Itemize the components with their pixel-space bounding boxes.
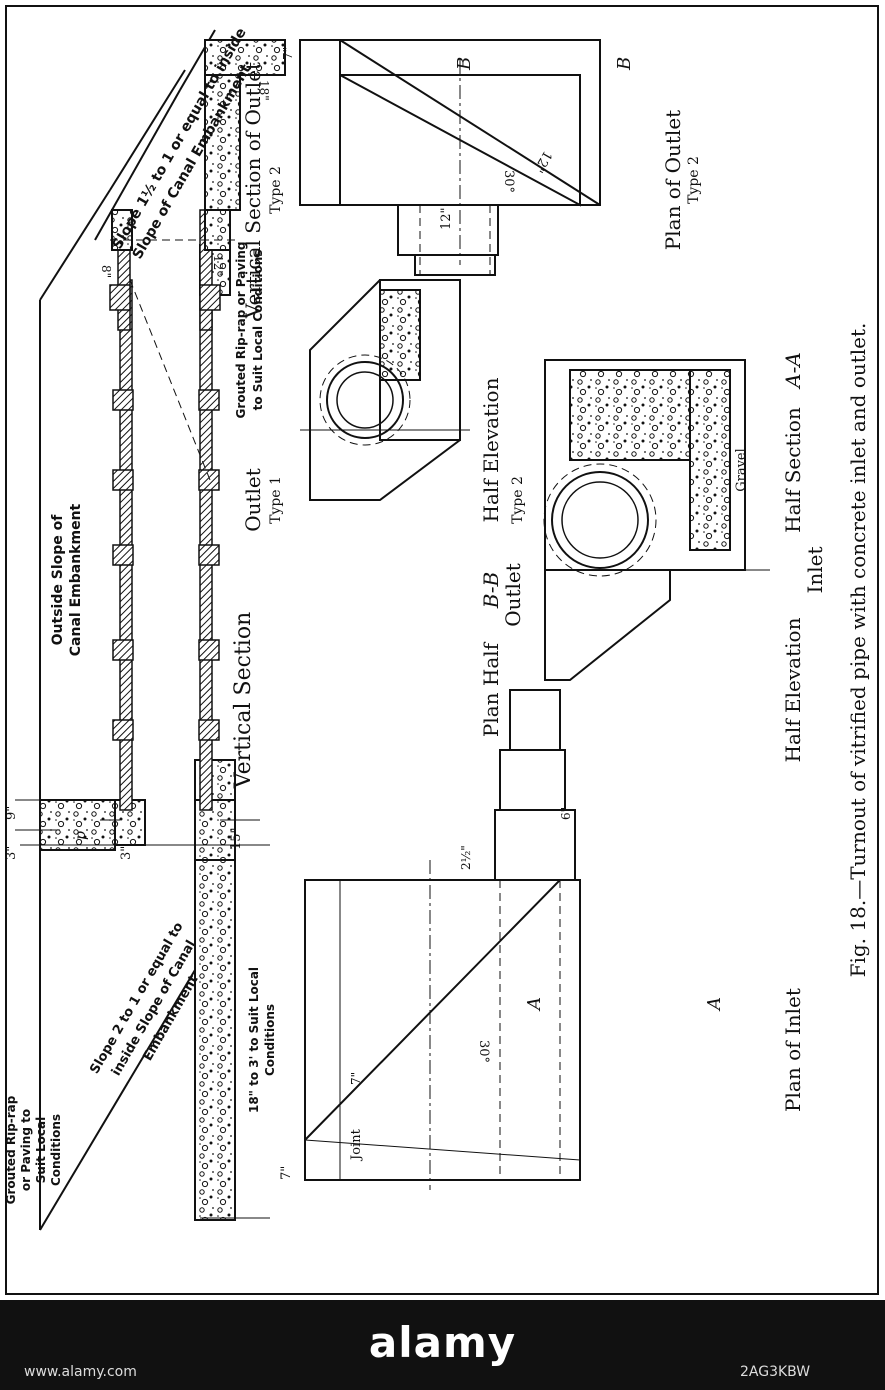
grouted-right-line1: Grouted Rip-rap or Paving: [234, 242, 248, 419]
dim-3b: 3": [119, 846, 134, 860]
half-elevation-inlet: Half Elevation: [781, 617, 805, 762]
slope-inside-line1: Slope 2 to 1 or equal to: [87, 920, 186, 1077]
vertical-section-title: Vertical Section: [231, 612, 256, 789]
plan-inlet-dimt: 7": [349, 1072, 363, 1085]
plan-inlet-dim6: 6": [559, 807, 573, 820]
plan-outlet-b1: B: [454, 57, 475, 71]
vso-type: Type 2: [268, 166, 284, 214]
vso-title: Vertical Section of Outlet: [241, 62, 265, 319]
plan-inlet-dim2half: 2½": [459, 845, 473, 870]
plan-outlet-dim12a: 12": [439, 207, 454, 230]
figure-caption: Fig. 18.—Turnout of vitrified pipe with …: [846, 323, 870, 978]
plan-inlet-title: Plan of Inlet: [781, 988, 805, 1112]
gravel-label: Gravel: [734, 448, 749, 492]
vertical-section-outlet-view: [94, 29, 286, 331]
plan-inlet-dim7: 7": [279, 1166, 294, 1180]
plan-of-inlet-view: [304, 689, 581, 1190]
dim-3a: 3": [4, 846, 19, 860]
outlet-type1-type: Type 1: [268, 476, 284, 524]
grouted-left-line4: Conditions: [49, 1114, 63, 1186]
grouted-right-line2: to Suit Local Conditions: [251, 250, 265, 411]
dim-p: p: [73, 831, 89, 840]
vso-dim-12: 12": [211, 255, 225, 276]
plan-inlet-angle: 30°: [476, 1040, 491, 1063]
vso-dim-8: 8": [99, 265, 113, 278]
watermark-footer: [0, 1300, 885, 1390]
outside-slope-line1: Outside Slope of: [50, 514, 66, 646]
plan-inlet-a2: A: [704, 997, 725, 1012]
outlet-type1-title: Outlet: [241, 468, 265, 532]
grouted-left-line1: Grouted Rip-rap: [4, 1095, 18, 1204]
watermark-image-id: 2AG3KBW: [740, 1364, 811, 1380]
dim-15: 15": [229, 827, 244, 850]
turnout-drawing: Vertical Section Outlet Type 1 Outside S…: [4, 5, 879, 1295]
half-views-inlet-aa: [543, 359, 770, 681]
grouted-left-line3: Suit Local: [34, 1117, 48, 1183]
drawing-frame: [5, 5, 879, 1295]
section-aa-label: A-A: [781, 352, 805, 390]
engineering-drawing-sheet: Vertical Section Outlet Type 1 Outside S…: [4, 5, 879, 1295]
plan-outlet-title: Plan of Outlet: [661, 110, 685, 250]
thickness-note-line2: Conditions: [263, 1004, 277, 1076]
half-section-label: Half Section: [781, 407, 805, 533]
grouted-left-line2: or Paving to: [19, 1109, 33, 1191]
plan-half-label: Plan Half: [479, 641, 503, 737]
plan-outlet-angle: 30°: [501, 170, 516, 193]
half-views-outlet-bb: [300, 279, 470, 501]
plan-outlet-type: Type 2: [686, 156, 702, 204]
half-elevation-outlet: Half Elevation: [479, 377, 503, 522]
section-bb-label: B-B: [479, 572, 503, 610]
vso-dim-7: 7": [281, 47, 295, 60]
dim-9: 9": [4, 806, 19, 820]
plan-inlet-a1: A: [524, 997, 545, 1012]
type2-label: Type 2: [510, 476, 526, 524]
alamy-logo: alamy: [368, 1318, 517, 1367]
outlet-label: Outlet: [501, 563, 525, 627]
thickness-note-line1: 18" to 3' to Suit Local: [247, 967, 261, 1113]
plan-inlet-joint: Joint: [349, 1128, 364, 1162]
inlet-label: Inlet: [803, 546, 827, 593]
vso-dim-18: 18": [257, 80, 271, 101]
watermark-site: www.alamy.com: [24, 1364, 137, 1380]
plan-outlet-b2: B: [614, 57, 635, 71]
plan-of-outlet-view: [299, 39, 601, 276]
outside-slope-line2: Canal Embankment: [68, 503, 84, 656]
